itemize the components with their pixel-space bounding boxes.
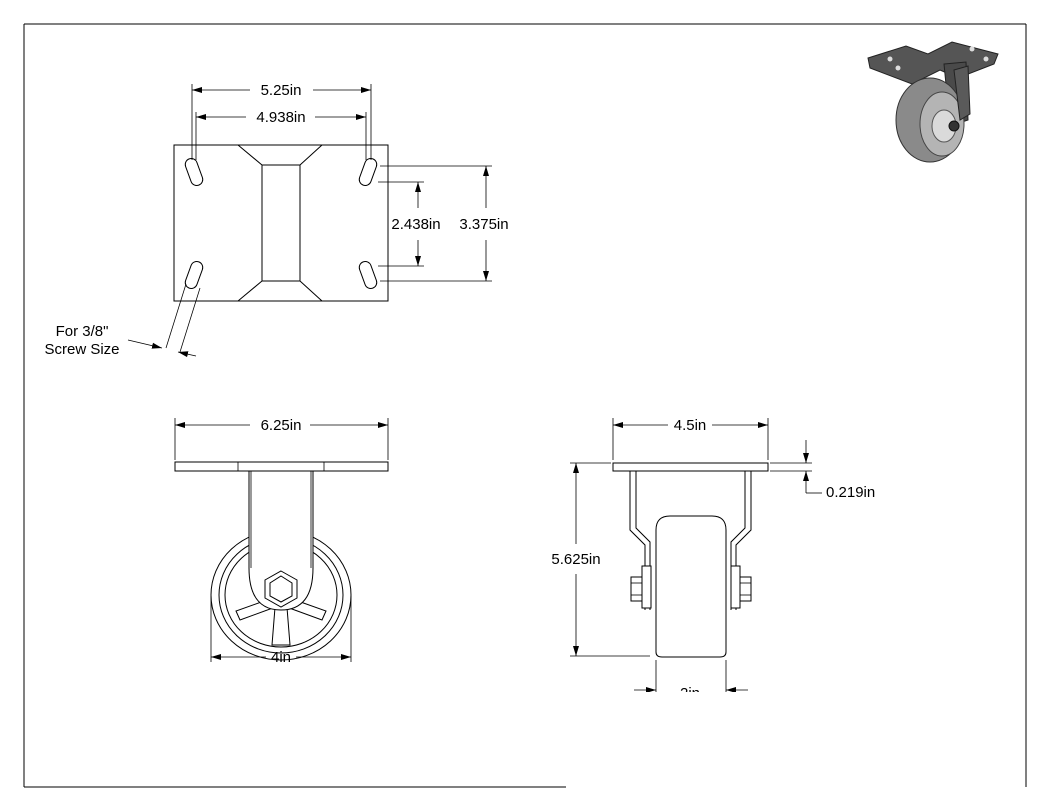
dim-outer-width: 5.25in — [191, 82, 372, 160]
front-plate — [174, 461, 389, 472]
side-plate — [612, 462, 769, 472]
front-view: 6.25in 4in — [174, 417, 389, 666]
dim-plate-thickness: 0.219in — [770, 440, 875, 501]
front-fork — [248, 470, 314, 611]
clip-mask — [600, 692, 770, 712]
dim-label: 0.219in — [826, 484, 875, 501]
side-fork — [629, 471, 752, 610]
sheet-border — [23, 23, 1027, 788]
side-view: 4.5in 0.219in 5.625in 2in — [551, 417, 875, 712]
side-axle — [630, 565, 752, 609]
top-view: 5.25in 4.938in 2.438in 3.375in — [44, 82, 508, 358]
mounting-holes — [184, 157, 378, 290]
dim-side-plate-width: 4.5in — [612, 417, 769, 460]
dim-outer-height: 3.375in — [380, 165, 509, 282]
dim-overall-height: 5.625in — [551, 462, 650, 657]
dim-hole-height: 2.438in — [378, 181, 441, 267]
dim-label: 5.25in — [261, 82, 302, 99]
dim-wheel-diameter: 4in — [210, 596, 352, 666]
screw-note-line1: For 3/8" — [56, 323, 109, 340]
dim-label: 2.438in — [391, 216, 440, 233]
dim-label: 4.5in — [674, 417, 707, 434]
side-wheel — [655, 515, 727, 658]
screw-size-note: For 3/8" Screw Size — [44, 283, 201, 358]
axle-nut — [264, 570, 298, 608]
slot-hole — [358, 157, 378, 187]
slot-hole — [184, 157, 204, 187]
dim-label: 3.375in — [459, 216, 508, 233]
dim-label: 5.625in — [551, 551, 600, 568]
slot-hole — [358, 260, 378, 290]
dim-label: 4in — [271, 649, 291, 666]
caster-isometric-icon — [867, 41, 999, 163]
dim-label: 4.938in — [256, 109, 305, 126]
slot-hole — [184, 260, 204, 290]
dim-label: 6.25in — [261, 417, 302, 434]
screw-note-line2: Screw Size — [44, 341, 119, 358]
dim-front-plate-width: 6.25in — [174, 417, 389, 460]
mounting-plate-outline — [173, 144, 389, 302]
dim-hole-width: 4.938in — [195, 109, 367, 160]
plate-cutout — [237, 144, 323, 302]
